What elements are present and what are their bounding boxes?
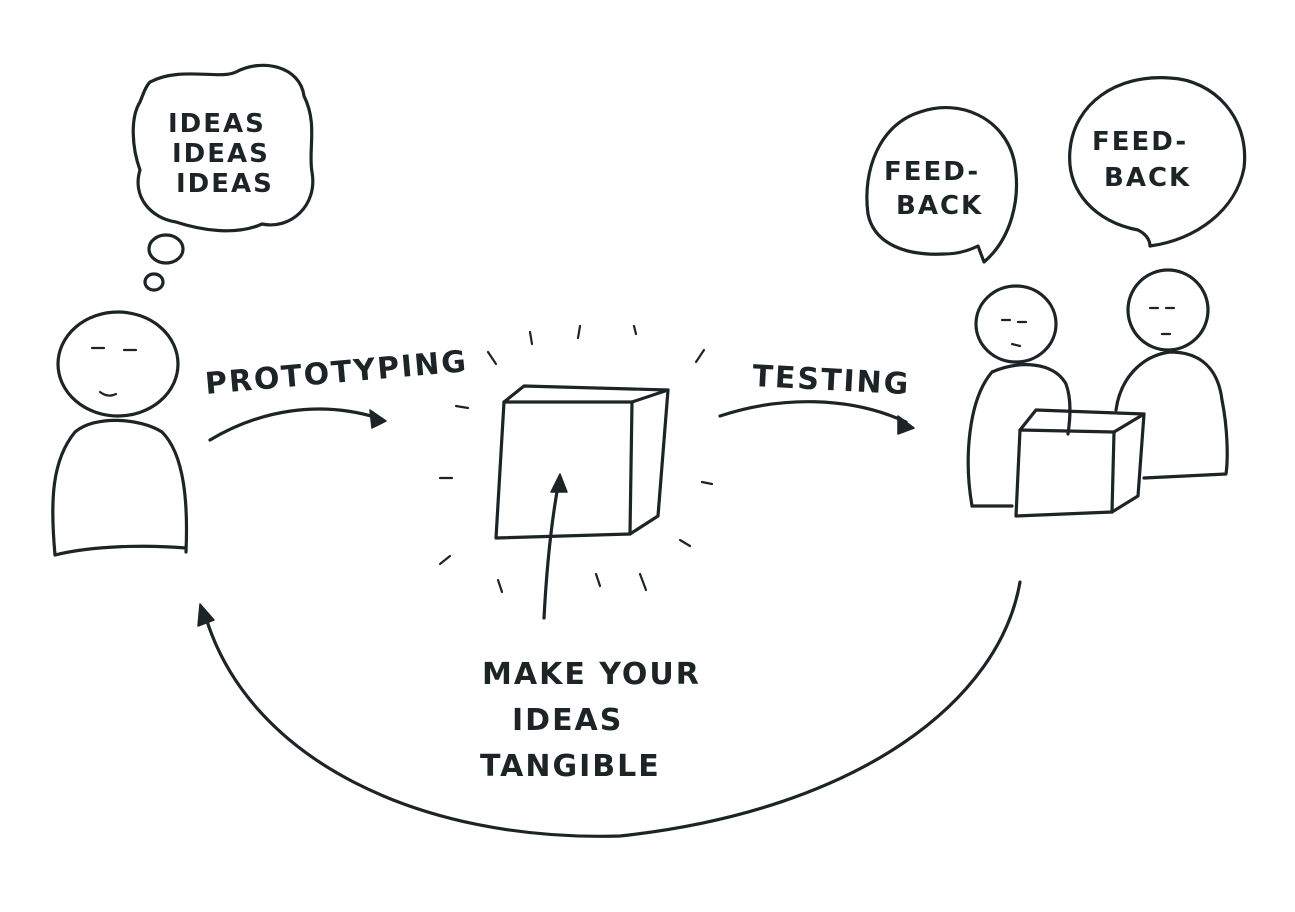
thought-line-3: IDEAS [176,169,274,199]
tester-2-head [1126,268,1210,352]
testing-label: TESTING [752,359,912,402]
caption-line-3: TANGIBLE [480,749,661,784]
thought-cloud [131,63,315,233]
thought-line-2: IDEAS [172,139,270,169]
tangible-caption: MAKE YOUR IDEAS TANGIBLE [480,657,701,784]
prototyping-step: PROTOTYPING [204,344,470,442]
thought-dot-small [143,272,165,292]
ideator-mouth [98,390,118,397]
tangible-arrowhead [550,473,568,493]
tangible-arrow [542,484,560,620]
feedback-loop [197,580,1022,838]
tester-2-body [1114,350,1229,480]
speech-bubble-2-line-1: FEED- [1092,127,1188,157]
prototype-box [438,324,714,620]
speech-bubble-1: FEED- BACK [865,106,1019,264]
testing-step: TESTING [718,359,915,435]
speech-bubble-1-line-1: FEED- [884,157,980,187]
tested-box-side [1110,412,1146,514]
feedback-loop-arrow [204,580,1022,838]
prototyping-arrow [208,407,380,442]
box-side [628,388,670,536]
ideator-body [51,418,189,557]
ideator-person [51,310,189,557]
tester-1-body [966,363,1072,508]
thought-line-1: IDEAS [168,109,266,139]
tester-1 [966,284,1072,508]
speech-bubble-1-line-2: BACK [896,191,983,221]
ideator-head [56,310,180,418]
speech-bubble-2: FEED- BACK [1068,76,1247,248]
caption-line-2: IDEAS [512,703,623,738]
speech-bubble-1-outline [865,106,1019,264]
feedback-loop-arrowhead [197,603,215,627]
tested-box-top [1018,408,1146,434]
box-front [494,400,634,540]
tester-2 [1114,268,1229,480]
caption-line-1: MAKE YOUR [482,657,701,692]
speech-bubble-2-line-2: BACK [1104,163,1191,193]
prototyping-arrowhead [369,409,387,429]
thought-dot-large [147,233,185,265]
thought-bubble: IDEAS IDEAS IDEAS [131,63,315,292]
tester-1-head [974,284,1058,364]
prototyping-label: PROTOTYPING [204,344,470,402]
testing-arrow [718,400,908,424]
tested-box-front [1014,428,1116,518]
tester-1-mouth [1010,342,1022,348]
tested-box [1014,408,1146,518]
speech-bubble-2-outline [1068,76,1247,248]
box-top [502,384,670,404]
glow-rays [438,324,714,594]
testing-arrowhead [897,415,915,435]
